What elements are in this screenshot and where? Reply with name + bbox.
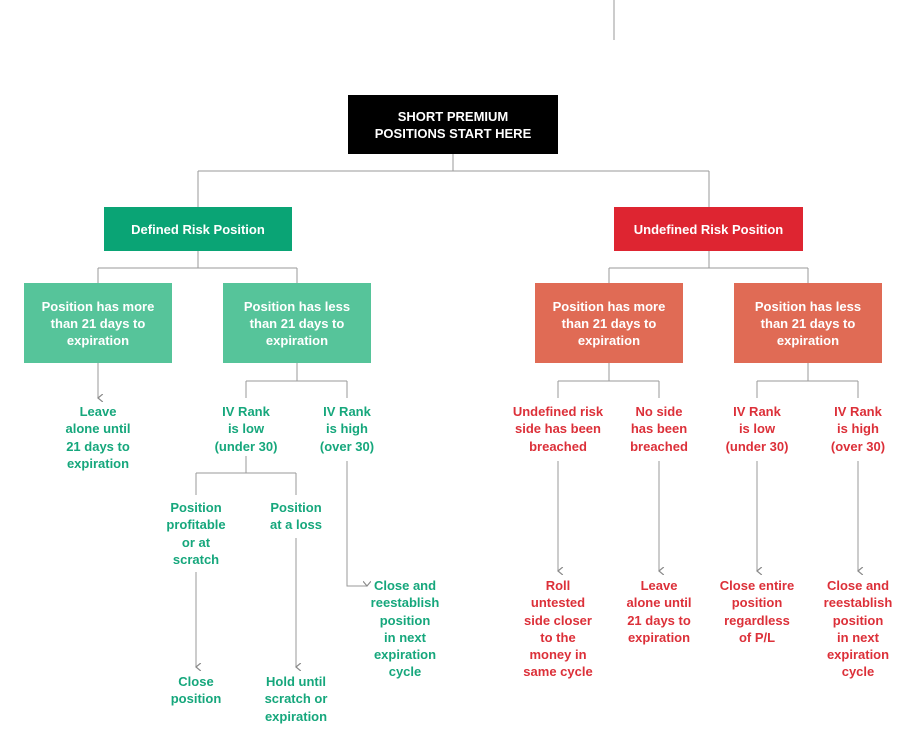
- defined-iv-high-outcome: Close and reestablish position in next e…: [370, 578, 440, 680]
- defined-iv-low-node: IV Rank is low (under 30): [214, 404, 278, 454]
- arrow-iv-high-close-reestablish: [346, 461, 367, 586]
- close-position-outcome: Close position: [170, 674, 222, 707]
- roll-untested-outcome: Roll untested side closer to the money i…: [523, 578, 593, 680]
- hold-until-scratch-outcome: Hold until scratch or expiration: [264, 674, 328, 724]
- undefined-iv-high-node: IV Rank is high (over 30): [830, 404, 886, 454]
- connector-defined-less-iv: [245, 362, 348, 398]
- connector-undefined-to-days: [608, 251, 809, 284]
- defined-risk-node: Defined Risk Position: [104, 207, 292, 251]
- undefined-risk-node: Undefined Risk Position: [614, 207, 803, 251]
- close-entire-position-outcome: Close entire position regardless of P/L: [719, 578, 795, 645]
- undefined-less-21-node: Position has less than 21 days to expira…: [734, 283, 882, 363]
- defined-iv-high-node: IV Rank is high (over 30): [319, 404, 375, 454]
- undefined-leave-alone-outcome: Leave alone until 21 days to expiration: [626, 578, 692, 645]
- connector-undefined-less-branches: [756, 362, 859, 398]
- position-profitable-node: Position profitable or at scratch: [166, 500, 226, 567]
- root-node: SHORT PREMIUM POSITIONS START HERE: [348, 95, 558, 154]
- undefined-breached-node: Undefined risk side has been breached: [512, 404, 604, 454]
- defined-less-21-node: Position has less than 21 days to expira…: [223, 283, 371, 363]
- connector-defined-to-days: [97, 251, 298, 284]
- position-loss-node: Position at a loss: [269, 500, 323, 533]
- undefined-more-21-node: Position has more than 21 days to expira…: [535, 283, 683, 363]
- connector-iv-low-branches: [195, 456, 297, 495]
- undefined-iv-low-node: IV Rank is low (under 30): [725, 404, 789, 454]
- undefined-not-breached-node: No side has been breached: [630, 404, 688, 454]
- defined-more-outcome: Leave alone until 21 days to expiration: [65, 404, 131, 471]
- defined-more-21-node: Position has more than 21 days to expira…: [24, 283, 172, 363]
- connector-undefined-more-branches: [557, 362, 660, 398]
- undefined-iv-high-outcome: Close and reestablish position in next e…: [823, 578, 893, 680]
- connector-root-to-risk: [197, 153, 710, 208]
